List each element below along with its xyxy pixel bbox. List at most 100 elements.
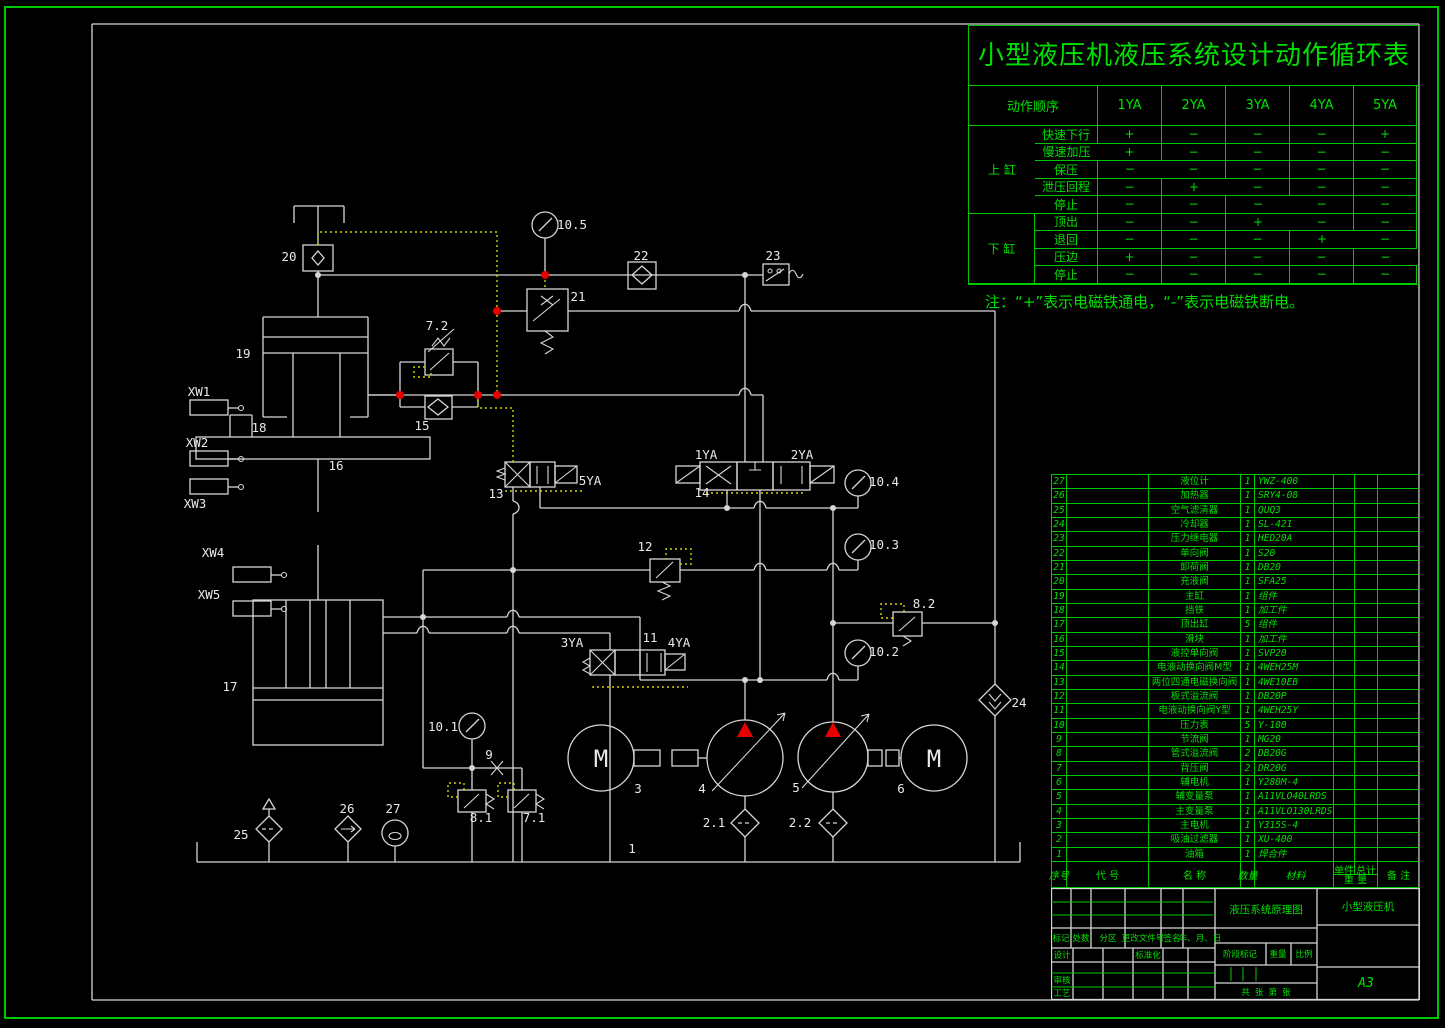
bom-cell — [1355, 790, 1378, 804]
bom-cell — [1355, 761, 1378, 775]
schematic-label: 9 — [485, 747, 493, 762]
cycle-value-cell: + — [1354, 126, 1417, 144]
bom-header-name: 名 称 — [1149, 861, 1241, 887]
schematic-label: 10.3 — [869, 537, 899, 552]
bom-cell — [1067, 618, 1149, 632]
cycle-value-cell: − — [1354, 213, 1417, 231]
shaft-couplings — [633, 749, 901, 767]
pressure-gauge-10-4 — [844, 469, 872, 497]
bom-cell — [1378, 762, 1419, 775]
bom-cell: 10 — [1052, 718, 1067, 732]
cycle-value-cell: − — [1162, 161, 1226, 179]
bom-cell: 1 — [1241, 546, 1255, 560]
throttle-valve-9 — [490, 760, 504, 776]
cooler-24 — [978, 683, 1012, 717]
bom-cell: 22 — [1052, 546, 1067, 560]
bom-cell — [1355, 675, 1378, 689]
bom-cell — [1334, 603, 1355, 618]
bom-cell — [1378, 704, 1419, 717]
bom-cell — [1355, 818, 1378, 833]
bom-cell — [1067, 560, 1149, 575]
bom-cell — [1334, 575, 1355, 589]
bom-cell — [1334, 632, 1355, 646]
bom-cell — [1067, 575, 1149, 589]
suction-filter-2-2 — [818, 792, 848, 862]
backpressure-line — [423, 739, 523, 790]
schematic-label: 12 — [637, 539, 652, 554]
bom-cell — [1378, 819, 1419, 832]
cycle-value-cell: − — [1098, 178, 1162, 196]
cycle-value-cell: − — [1226, 161, 1290, 179]
bom-cell: 液位计 — [1149, 475, 1241, 489]
bom-cell — [1334, 833, 1355, 847]
bom-cell — [1067, 517, 1149, 532]
schematic-label: 2YA — [791, 447, 814, 462]
bom-cell — [1067, 847, 1149, 861]
bom-cell — [1067, 546, 1149, 560]
cycle-value-cell: + — [1162, 179, 1226, 196]
bom-cell — [1378, 776, 1419, 789]
cycle-action-label: 快速下行 — [1035, 126, 1098, 144]
bom-cell — [1334, 818, 1355, 833]
schematic-label: 18 — [251, 420, 266, 435]
cycle-value-cell: − — [1162, 143, 1226, 161]
bom-cell: 背压阀 — [1149, 761, 1241, 775]
ejector-cylinder-17 — [252, 545, 384, 746]
limit-switch-xw2 — [189, 450, 245, 467]
bom-header-weight: 单件 总计 重 量 — [1334, 861, 1378, 887]
cycle-value-cell: − — [1162, 266, 1226, 284]
bom-cell: 1 — [1241, 589, 1255, 603]
tb-date: 年、月、日 — [1179, 933, 1222, 944]
bom-cell: 电液动换向阀M型 — [1149, 661, 1241, 675]
bom-cell: 压力表 — [1149, 718, 1241, 732]
bom-cell: 1 — [1241, 775, 1255, 790]
schematic-label: 5 — [792, 780, 800, 795]
schematic-label: M — [594, 745, 608, 773]
bom-cell: 17 — [1052, 618, 1067, 632]
bom-cell: 电液动换向阀Y型 — [1149, 704, 1241, 718]
tb-scale: 比例 — [1295, 949, 1312, 960]
schematic-label: 23 — [765, 248, 780, 263]
bom-cell — [1355, 775, 1378, 790]
bom-cell — [1378, 633, 1419, 646]
bom-cell — [1067, 532, 1149, 546]
cycle-value-cell: − — [1162, 196, 1226, 214]
bom-cell — [1378, 561, 1419, 574]
tb-process: 工艺 — [1053, 989, 1070, 999]
sheet-border — [4, 6, 1439, 1019]
check-valve-22 — [627, 261, 657, 290]
bom-cell — [1067, 689, 1149, 704]
bom-cell: 卸荷阀 — [1149, 560, 1241, 575]
bom-cell — [1067, 833, 1149, 847]
bom-cell: 单向阀 — [1149, 546, 1241, 560]
bom-cell — [1378, 618, 1419, 631]
bom-cell: 加热器 — [1149, 489, 1241, 503]
bom-cell — [1378, 676, 1419, 689]
cycle-value-cell: − — [1354, 161, 1417, 179]
cycle-value-cell: − — [1162, 213, 1226, 231]
bom-cell: 2 — [1052, 833, 1067, 847]
bom-cell — [1067, 603, 1149, 618]
bom-cell: A11VLO130LRDS — [1255, 804, 1334, 818]
schematic-label: 10.1 — [428, 719, 458, 734]
bom-cell: 滑块 — [1149, 632, 1241, 646]
bom-cell: 1 — [1241, 847, 1255, 861]
tb-mark: 标记 — [1052, 933, 1070, 944]
bom-cell — [1334, 790, 1355, 804]
bom-cell — [1355, 503, 1378, 517]
cycle-table-title: 小型液压机液压系统设计动作循环表 — [969, 26, 1419, 86]
schematic-label: M — [927, 745, 941, 773]
bom-cell — [1334, 475, 1355, 489]
